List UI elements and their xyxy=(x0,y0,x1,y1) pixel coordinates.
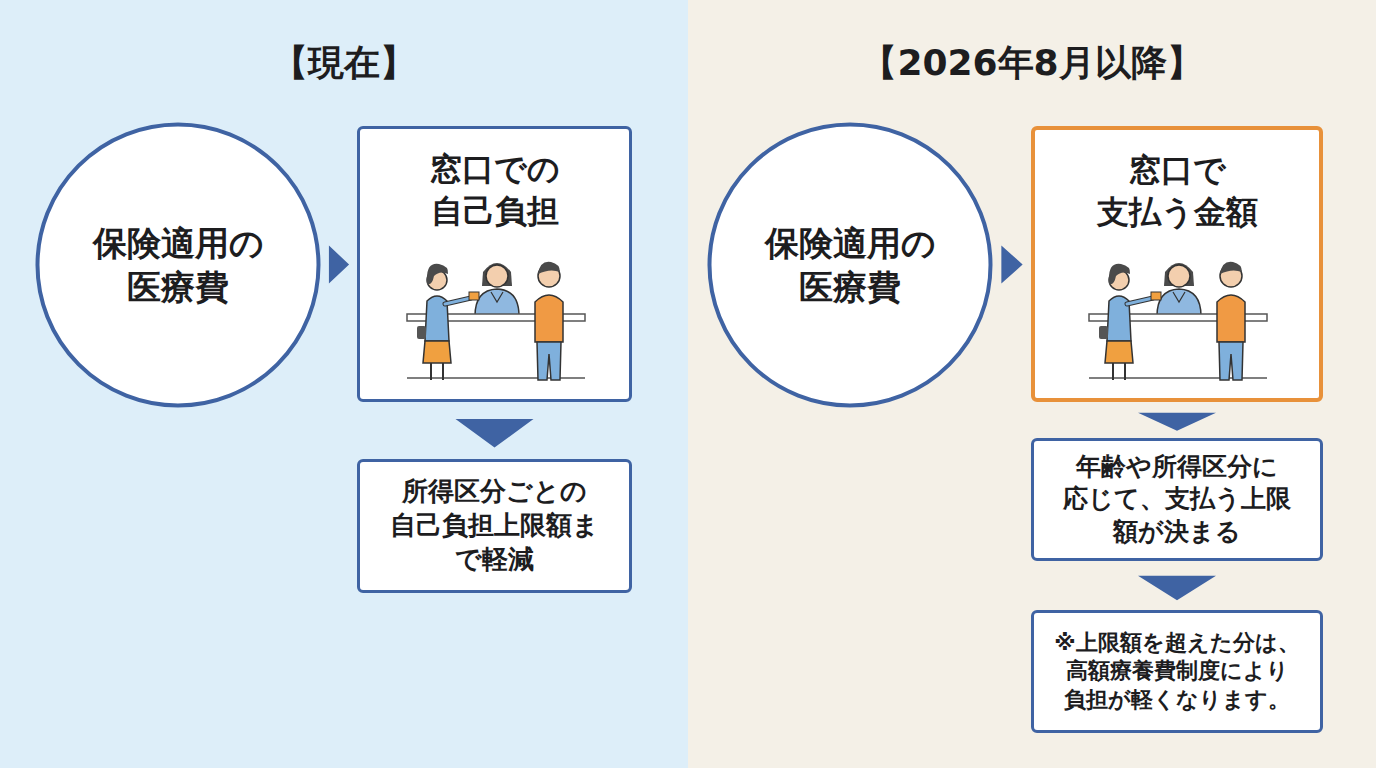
panel-heading: 【現在】 xyxy=(0,40,688,87)
arrow-connector xyxy=(1138,561,1216,610)
panel-band: 【2026年8月以降】保険適用の 医療費 窓口で 支払う金額年齢や所得区分に 応じ… xyxy=(688,0,1376,768)
process-box: 窓口での 自己負担 xyxy=(357,126,632,402)
illustration xyxy=(407,262,585,380)
process-box: 年齢や所得区分に 応じて、支払う上限 額が決まる xyxy=(1031,438,1323,561)
circle-outline xyxy=(35,122,321,408)
process-box: ※上限額を超えた分は、 高額療養費制度により 負担が軽くなります。 xyxy=(1031,610,1323,733)
node-label: 窓口での 自己負担 xyxy=(395,149,595,232)
node-label: 保険適用の 医療費 xyxy=(78,221,278,309)
illustration xyxy=(1089,262,1267,380)
node-label: 保険適用の 医療費 xyxy=(750,221,950,309)
process-box: 所得区分ごとの 自己負担上限額ま で軽減 xyxy=(357,459,632,593)
circle-node: 保険適用の 医療費 xyxy=(35,122,321,408)
panel-heading: 【2026年8月以降】 xyxy=(688,40,1376,87)
arrow-connector xyxy=(456,402,534,459)
node-label: 年齢や所得区分に 応じて、支払う上限 額が決まる xyxy=(1046,451,1308,549)
arrow-connector xyxy=(321,246,357,284)
node-label: 窓口で 支払う金額 xyxy=(1077,150,1277,233)
process-box: 窓口で 支払う金額 xyxy=(1031,126,1323,402)
circle-shape xyxy=(38,125,319,406)
arrow-connector xyxy=(1138,402,1216,438)
panel-band: 【現在】保険適用の 医療費 窓口での 自己負担所得区分ごとの 自己負担上限額ま で… xyxy=(0,0,688,768)
arrow-connector xyxy=(993,246,1031,284)
circle-outline xyxy=(707,122,993,408)
node-label: ※上限額を超えた分は、 高額療養費制度により 負担が軽くなります。 xyxy=(1041,629,1313,715)
circle-shape xyxy=(710,125,991,406)
circle-node: 保険適用の 医療費 xyxy=(707,122,993,408)
node-label: 所得区分ごとの 自己負担上限額ま で軽減 xyxy=(375,475,615,576)
